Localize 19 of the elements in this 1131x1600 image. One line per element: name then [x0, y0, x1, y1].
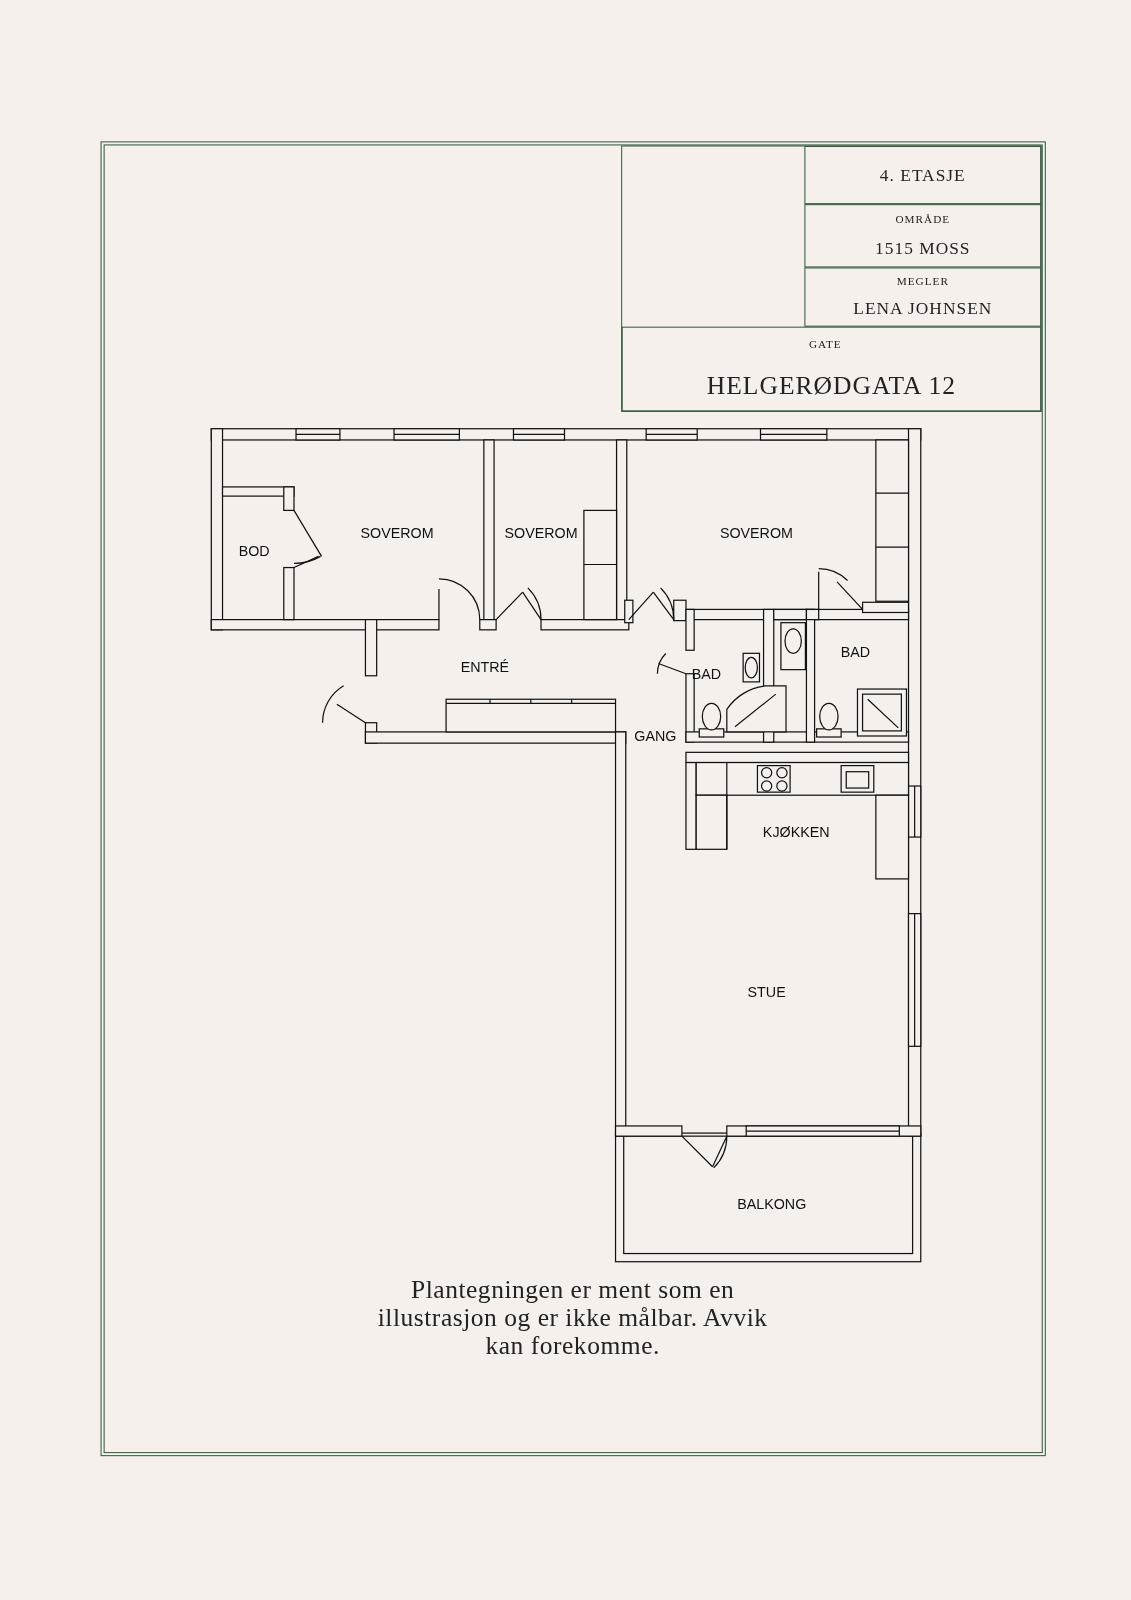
room-label: BALKONG [737, 1195, 807, 1212]
room-label: BAD [840, 644, 871, 661]
room-label: BOD [238, 543, 270, 560]
room-label: GANG [634, 727, 677, 745]
field-value: HELGERØDGATA 12 [706, 371, 957, 400]
room-label: SOVEROM [360, 524, 434, 541]
field-value: 4. ETASJE [879, 164, 966, 186]
room-label: STUE [747, 984, 786, 1001]
field-label: GATE [808, 338, 842, 351]
field-label: MEGLER [896, 274, 949, 287]
disclaimer-note: Plantegningen er ment som en illustrasjon og er ikke målbar. Avvik kan forekomme. [376, 1276, 769, 1359]
room-label: BAD [691, 665, 722, 682]
field-value: LENA JOHNSEN [853, 299, 993, 320]
room-label: KJØKKEN [762, 823, 830, 841]
room-label: SOVEROM [719, 524, 793, 541]
field-value: 1515 MOSS [875, 238, 971, 260]
room-label: ENTRÉ [460, 658, 510, 675]
field-label: OMRÅDE [895, 212, 951, 225]
room-label: SOVEROM [504, 524, 578, 541]
